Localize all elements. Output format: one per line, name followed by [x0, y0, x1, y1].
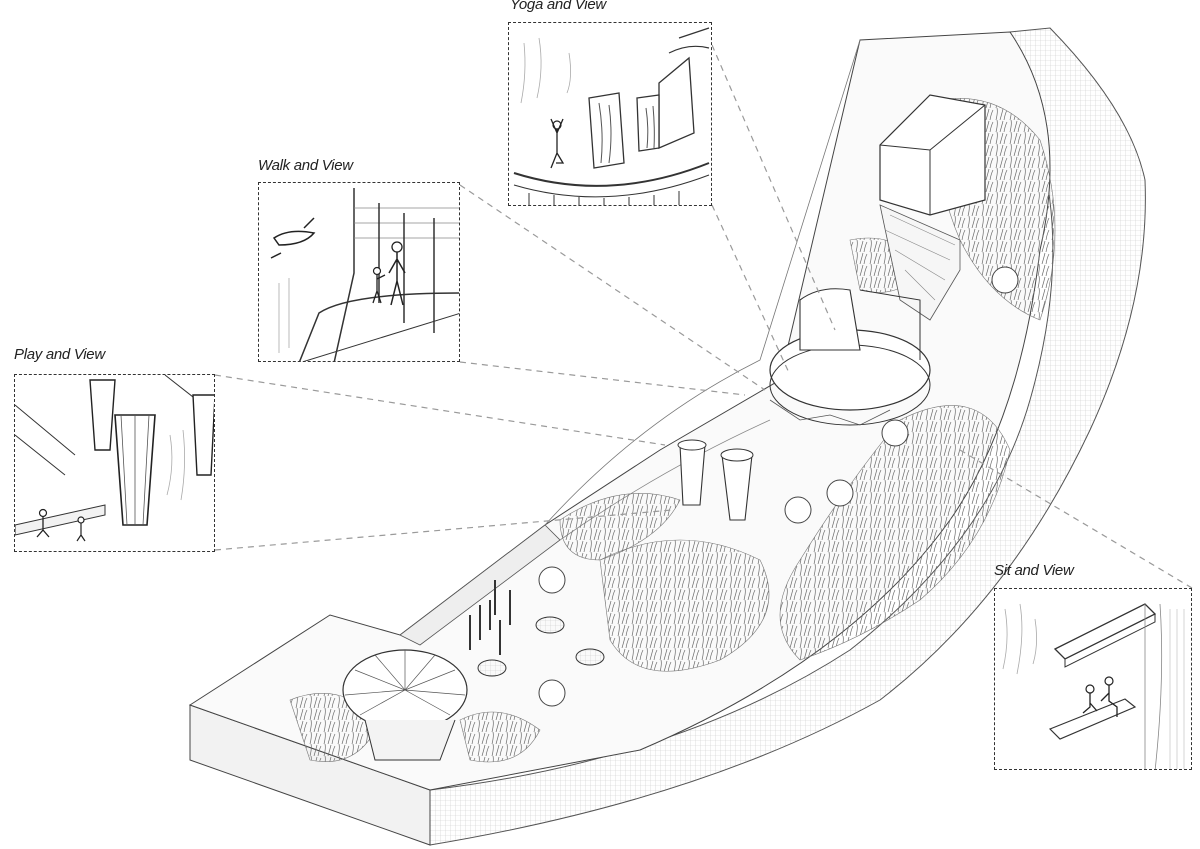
play-sketch [15, 375, 214, 542]
sit-sketch [1002, 603, 1185, 769]
stairs [879, 204, 961, 321]
sit-view-inset [994, 588, 1192, 770]
walk-sketch [270, 188, 459, 361]
sphere-lamps [538, 266, 1019, 707]
yoga-view-inset [508, 22, 712, 206]
pavilion [342, 649, 468, 761]
yoga-sketch [513, 27, 710, 205]
sit-callout-label: Sit and View [994, 562, 1074, 579]
vegetation-west [559, 493, 681, 561]
walk-view-inset [258, 182, 460, 362]
play-callout-label: Play and View [14, 346, 105, 363]
vegetation-east [779, 405, 1011, 661]
vegetation-central [599, 539, 770, 672]
play-towers [677, 439, 754, 521]
walk-callout-label: Walk and View [258, 157, 353, 174]
tower-building [879, 94, 986, 216]
callout-leaders [214, 44, 1193, 589]
yoga-callout-label: Yoga and View [510, 0, 606, 13]
trampolines [477, 616, 605, 677]
hillside-wall [429, 27, 1146, 846]
play-view-inset [14, 374, 215, 552]
sculpture-poles [469, 580, 511, 655]
